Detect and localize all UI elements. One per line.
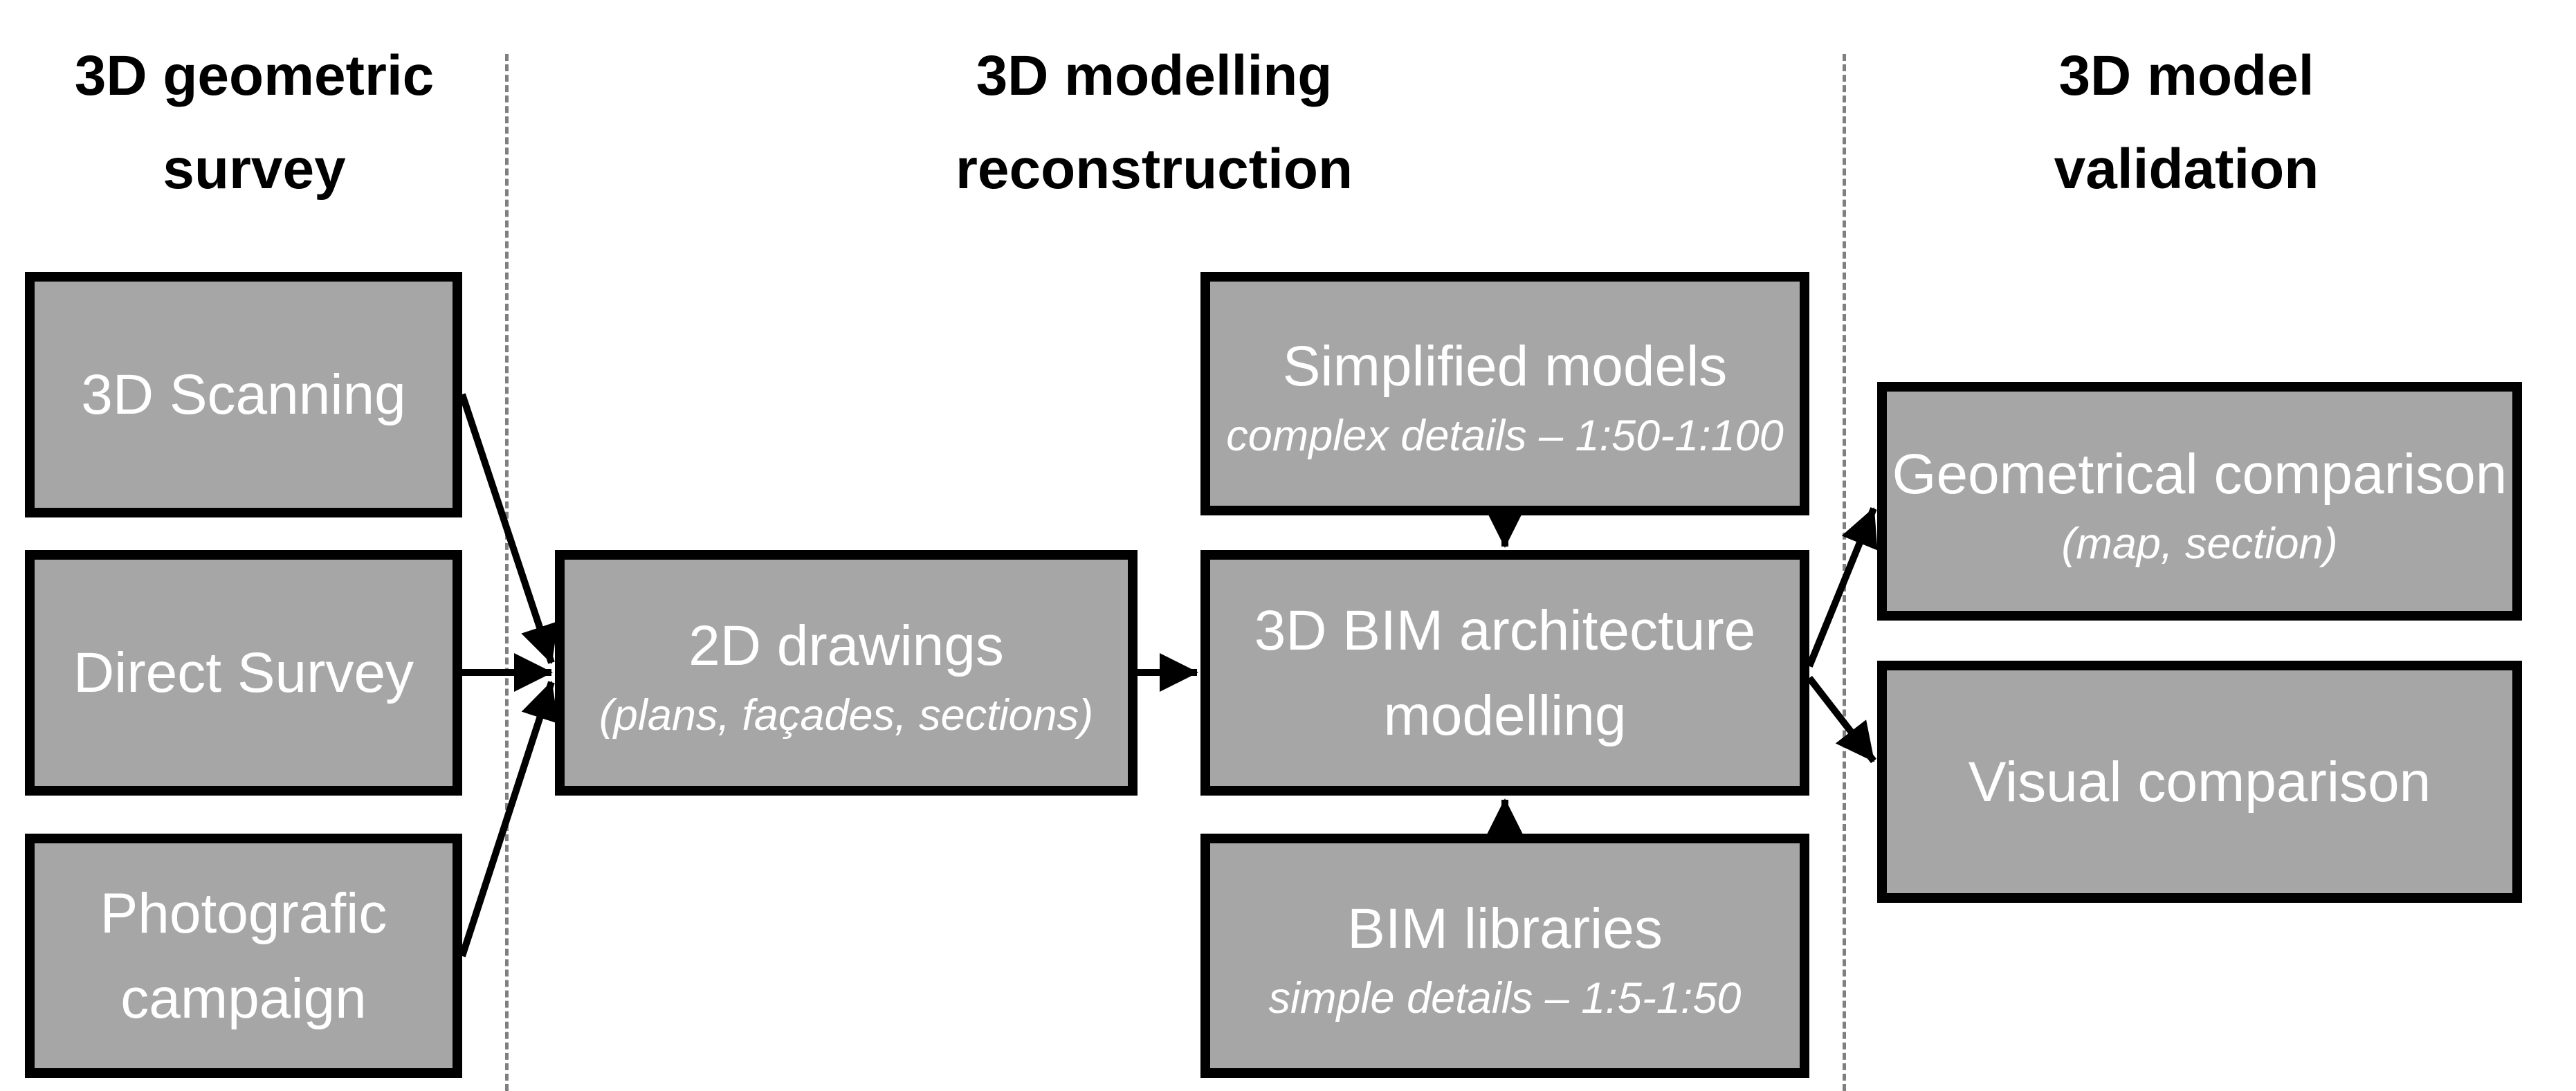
node-label: 3D BIM architecture modelling	[1254, 598, 1756, 747]
node-subtitle: (plans, façades, sections)	[599, 690, 1094, 740]
node-label: 2D drawings	[688, 614, 1004, 677]
header-line: 3D modelling	[976, 44, 1333, 107]
node-visual-comparison: Visual comparison	[1877, 661, 2522, 903]
header-line: 3D model	[2058, 44, 2314, 107]
header-line: validation	[2054, 138, 2319, 201]
node-geometrical-comparison: Geometrical comparison (map, section)	[1877, 382, 2522, 621]
node-label: Simplified models	[1282, 335, 1728, 398]
node-label: Direct Survey	[73, 641, 414, 704]
header-line: 3D geometric	[74, 44, 435, 107]
node-label: Visual comparison	[1968, 750, 2431, 814]
node-subtitle: (map, section)	[2061, 519, 2338, 568]
node-bim-libraries: BIM libraries simple details – 1:5-1:50	[1200, 834, 1809, 1078]
node-2d-drawings: 2D drawings (plans, façades, sections)	[555, 550, 1138, 796]
node-label: Photografic campaign	[100, 881, 387, 1030]
node-photografic-campaign: Photografic campaign	[25, 834, 462, 1078]
arrow-bim-to-visual	[1807, 675, 1876, 764]
node-subtitle: complex details – 1:50-1:100	[1226, 412, 1784, 461]
node-3d-scanning: 3D Scanning	[25, 272, 462, 517]
header-line: reconstruction	[955, 138, 1353, 201]
node-label: BIM libraries	[1347, 897, 1663, 960]
node-3d-bim-architecture-modelling: 3D BIM architecture modelling	[1200, 550, 1809, 796]
node-simplified-models: Simplified models complex details – 1:50…	[1200, 272, 1809, 515]
arrow-bim-to-geometrical	[1806, 507, 1878, 668]
node-direct-survey: Direct Survey	[25, 550, 462, 796]
node-subtitle: simple details – 1:5-1:50	[1268, 973, 1742, 1023]
column-header-validation: 3D model validation	[1840, 29, 2532, 217]
column-header-reconstruction: 3D modelling reconstruction	[801, 29, 1507, 217]
node-label: Geometrical comparison	[1892, 442, 2508, 506]
header-line: survey	[163, 138, 346, 201]
node-label: 3D Scanning	[81, 363, 406, 426]
column-header-survey: 3D geometric survey	[0, 29, 509, 217]
